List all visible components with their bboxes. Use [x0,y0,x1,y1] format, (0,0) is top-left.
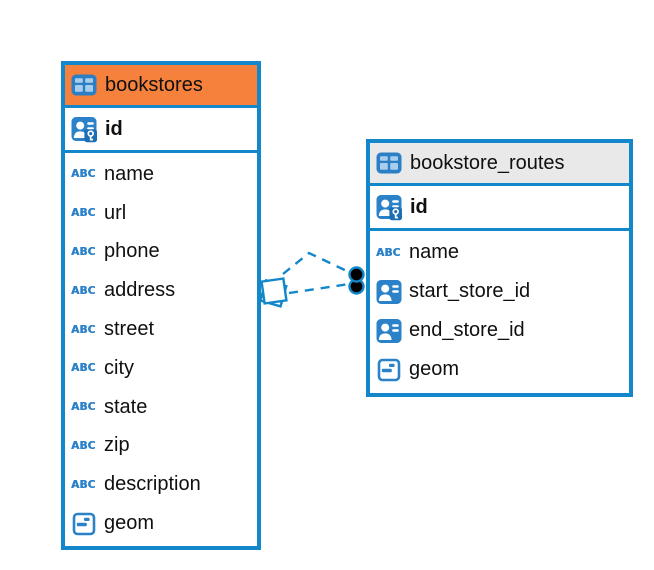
table-icon [376,151,402,175]
column-row-pk[interactable]: id [65,108,257,153]
column-name: geom [409,358,460,380]
column-name: phone [104,240,160,263]
table-title: bookstores [105,73,203,96]
column-name: street [104,318,155,341]
column-name: id [105,117,123,140]
column-name: url [104,201,127,224]
relationship-endpoint-dot-upper[interactable] [348,266,365,283]
table-title: bookstore_routes [410,151,565,174]
geometry-type-icon [376,358,402,382]
relationship-diamond-anchor[interactable] [258,277,288,308]
column-row[interactable]: geom [370,350,629,389]
reference-type-icon [376,318,402,344]
column-row[interactable]: ABC name [370,233,629,272]
column-name: end_store_id [409,319,525,341]
text-type-icon: ABC [71,323,96,336]
column-row[interactable]: ABC url [65,194,257,233]
text-type-icon: ABC [71,245,96,258]
primary-key-icon [376,194,402,221]
table-bookstore-routes[interactable]: bookstore_routes id ABC name start_store… [366,139,633,397]
column-row[interactable]: ABC description [65,465,257,504]
column-row[interactable]: ABC phone [65,233,257,272]
text-type-icon: ABC [71,478,96,491]
column-row[interactable]: end_store_id [370,311,629,350]
column-row[interactable]: ABC city [65,349,257,388]
relationship-line-end-store[interactable] [288,282,350,295]
column-name: geom [104,512,155,535]
reference-type-icon [376,279,402,305]
relationship-endpoint-dot-lower[interactable] [348,278,365,295]
text-type-icon: ABC [71,168,96,181]
text-type-icon: ABC [71,401,96,414]
column-list: ABC name ABC url ABC phone ABC address A… [65,153,257,543]
text-type-icon: ABC [71,284,96,297]
column-row[interactable]: ABC zip [65,427,257,466]
column-name: id [410,195,428,218]
column-row[interactable]: ABC state [65,388,257,427]
column-row[interactable]: ABC name [65,155,257,194]
text-type-icon: ABC [376,246,401,259]
column-name: city [104,356,134,379]
column-name: zip [104,434,130,457]
table-icon [71,73,97,97]
column-list: ABC name start_store_id end_store_id geo… [370,231,629,389]
column-row[interactable]: ABC address [65,271,257,310]
column-row[interactable]: start_store_id [370,272,629,311]
column-row-pk[interactable]: id [370,186,629,231]
table-bookstores[interactable]: bookstores id ABC name ABC url ABC phone… [61,61,261,550]
text-type-icon: ABC [71,207,96,220]
column-name: description [104,473,201,496]
text-type-icon: ABC [71,362,96,375]
text-type-icon: ABC [71,439,96,452]
table-header-bookstores[interactable]: bookstores [65,65,257,108]
column-row[interactable]: geom [65,504,257,543]
relationship-line-start-store[interactable] [282,251,352,275]
column-name: name [409,241,460,263]
column-name: address [104,279,176,302]
column-name: state [104,395,148,418]
column-name: name [104,162,155,185]
geometry-type-icon [71,512,97,536]
primary-key-icon [71,116,97,143]
column-name: start_store_id [409,280,531,302]
column-row[interactable]: ABC street [65,310,257,349]
table-header-bookstore-routes[interactable]: bookstore_routes [370,143,629,186]
